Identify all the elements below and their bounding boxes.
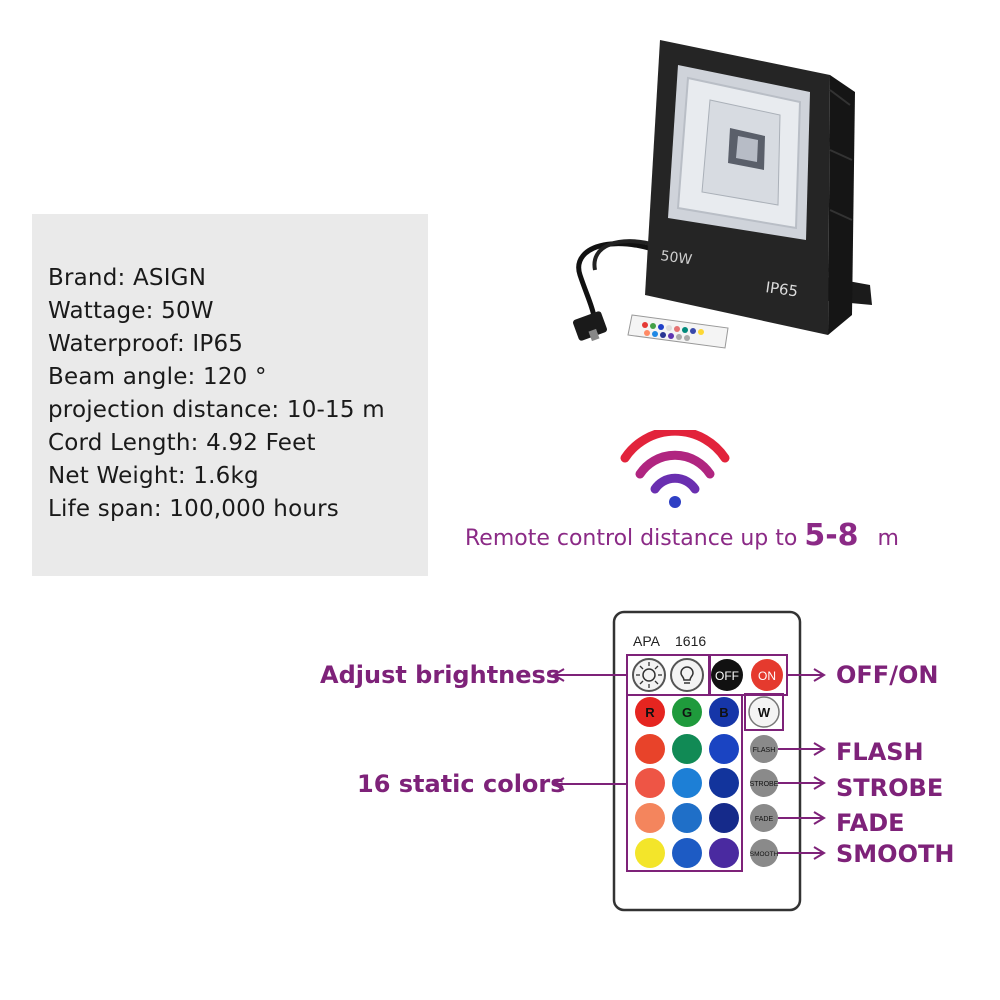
color-button[interactable] (672, 768, 702, 798)
spec-waterproof: Waterproof: IP65 (48, 331, 244, 357)
svg-text:FLASH: FLASH (753, 747, 776, 754)
spec-net-weight: Net Weight: 1.6kg (48, 463, 259, 489)
color-button[interactable] (635, 734, 665, 764)
on-button-label: ON (758, 669, 776, 683)
off-button-label: OFF (715, 669, 739, 683)
remote-label-apa: APA (633, 633, 661, 649)
off-button[interactable]: OFF (711, 659, 743, 691)
color-button-r[interactable]: R (635, 697, 665, 727)
svg-text:R: R (645, 705, 655, 720)
spec-life-span: Life span: 100,000 hours (48, 496, 339, 522)
brightness-up-button[interactable] (670, 658, 704, 692)
callout-colors: 16 static colors (357, 770, 565, 798)
mini-remote-buttons (642, 322, 704, 341)
color-button[interactable] (635, 803, 665, 833)
color-button[interactable] (709, 803, 739, 833)
remote-diagram: APA 1616 OFF ON R G B (320, 610, 954, 912)
color-button[interactable] (672, 838, 702, 868)
callout-offon: OFF/ON (836, 661, 938, 689)
spec-cord-length: Cord Length: 4.92 Feet (48, 430, 316, 456)
spec-brand: Brand: ASIGN (48, 265, 207, 291)
on-button[interactable]: ON (751, 659, 783, 691)
svg-text:W: W (758, 705, 771, 720)
callout-strobe: STROBE (836, 774, 943, 802)
color-button[interactable] (672, 734, 702, 764)
color-button[interactable] (709, 734, 739, 764)
remote-distance-range: 5-8 (804, 518, 859, 553)
callout-flash: FLASH (836, 738, 924, 766)
remote-label-1616: 1616 (675, 633, 706, 649)
svg-text:FADE: FADE (755, 816, 774, 823)
spec-beam-angle: Beam angle: 120 ° (48, 364, 267, 390)
spec-list: Brand: ASIGN Wattage: 50W Waterproof: IP… (48, 262, 385, 526)
remote-distance-caption: Remote control distance up to 5-8 m (465, 518, 985, 558)
color-button[interactable] (635, 768, 665, 798)
white-frame (744, 693, 784, 731)
sun-icon (642, 668, 656, 682)
spec-panel: Brand: ASIGN Wattage: 50W Waterproof: IP… (32, 214, 428, 576)
spec-projection-distance: projection distance: 10-15 m (48, 397, 385, 423)
wireless-signal-icon (620, 430, 730, 508)
fade-button[interactable]: FADE (750, 804, 778, 832)
flash-button[interactable]: FLASH (750, 735, 778, 763)
smooth-button[interactable]: SMOOTH (750, 839, 779, 867)
strobe-button[interactable]: STROBE (750, 769, 779, 797)
callout-fade: FADE (836, 809, 905, 837)
svg-text:B: B (719, 705, 728, 720)
svg-text:G: G (682, 705, 692, 720)
svg-text:SMOOTH: SMOOTH (750, 851, 779, 858)
product-rating-label: IP65 (764, 278, 799, 300)
color-button[interactable] (709, 838, 739, 868)
color-button-g[interactable]: G (672, 697, 702, 727)
bulb-icon (680, 666, 694, 681)
svg-text:STROBE: STROBE (750, 781, 779, 788)
spec-wattage: Wattage: 50W (48, 298, 214, 324)
color-button-w[interactable]: W (748, 696, 780, 728)
color-grid (635, 734, 739, 868)
color-button-b[interactable]: B (709, 697, 739, 727)
callout-smooth: SMOOTH (836, 840, 954, 868)
color-button[interactable] (635, 838, 665, 868)
color-button[interactable] (709, 768, 739, 798)
flood-light-image: 50W IP65 (572, 40, 872, 349)
brightness-down-button[interactable] (632, 658, 666, 692)
color-button[interactable] (672, 803, 702, 833)
callout-brightness: Adjust brightness (320, 661, 560, 689)
remote-distance-unit: m (877, 526, 899, 551)
product-wattage-label: 50W (659, 248, 693, 268)
remote-distance-prefix: Remote control distance up to (465, 526, 805, 551)
